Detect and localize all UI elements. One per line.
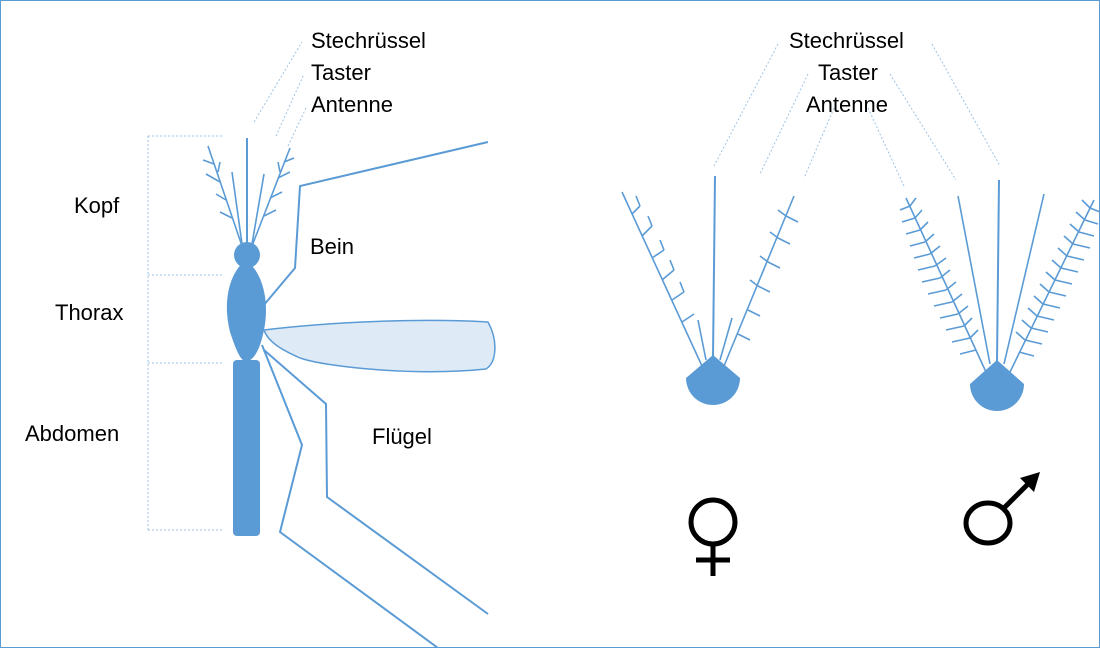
female-antenna-right — [724, 196, 798, 366]
female-antenna-left — [622, 192, 702, 366]
male-antenna-right — [1010, 200, 1100, 372]
abdomen — [233, 360, 260, 536]
label-antenna-left: Antenne — [311, 92, 393, 117]
male-head-front-view — [900, 180, 1100, 411]
antenna-right — [252, 148, 294, 246]
label-head: Kopf — [74, 193, 120, 218]
legs — [258, 142, 488, 648]
male-symbol-icon — [966, 472, 1040, 543]
female-head-front-view — [622, 176, 798, 405]
label-abdomen: Abdomen — [25, 421, 119, 446]
palp-right — [252, 174, 264, 244]
label-palp-left: Taster — [311, 60, 371, 85]
head — [234, 242, 260, 268]
antenna-left — [203, 146, 242, 246]
male-antenna-left — [900, 198, 986, 372]
male-head — [970, 360, 1024, 411]
thorax — [227, 260, 266, 362]
mosquito-side-view — [148, 42, 495, 648]
wing — [264, 320, 495, 371]
label-antenna-right: Antenne — [806, 92, 888, 117]
female-palp-right — [720, 318, 732, 360]
female-symbol-icon — [691, 500, 735, 576]
label-palp-right: Taster — [818, 60, 878, 85]
label-leg: Bein — [310, 234, 354, 259]
segment-brackets — [148, 136, 222, 530]
female-proboscis — [713, 176, 715, 358]
label-proboscis-right: Stechrüssel — [789, 28, 904, 53]
female-head — [686, 355, 740, 405]
label-thorax: Thorax — [55, 300, 123, 325]
label-leaders-left — [254, 42, 306, 146]
male-proboscis — [997, 180, 999, 362]
label-wing: Flügel — [372, 424, 432, 449]
label-proboscis-left: Stechrüssel — [311, 28, 426, 53]
female-palp-left — [698, 320, 706, 360]
